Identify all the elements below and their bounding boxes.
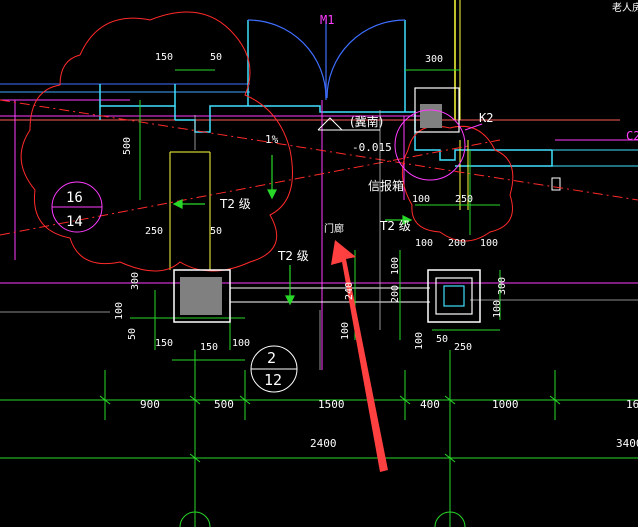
dim-row2_2400: 2400 [310, 437, 337, 450]
column-left [173, 269, 231, 323]
dim-d300_top: 300 [425, 54, 443, 65]
dim-d250_lower_r: 250 [454, 342, 472, 353]
door-tag: M1 [320, 13, 334, 27]
axis-lines [0, 99, 638, 236]
dim-d100_lower_r: 100 [340, 322, 351, 340]
walls [0, 0, 638, 370]
dim-d100_r2: 100 [415, 238, 433, 249]
column-right [427, 269, 481, 323]
dim-d250_r1: 250 [455, 194, 473, 205]
labels: M1 老人房 K2 C2 (冀南) -0.015 1% T2 级 T2 级 T2… [66, 1, 638, 389]
door-swing [247, 19, 406, 100]
dim-d150_lower: 150 [155, 338, 173, 349]
elevation-tag: (冀南) [350, 114, 383, 129]
red-annotation-arrow [331, 240, 388, 472]
column-top [414, 87, 460, 133]
eave-mid: T2 级 [277, 249, 309, 263]
dim-row1_16: 16 [626, 398, 638, 411]
eave-left: T2 级 [219, 197, 251, 211]
grid-a-top: 16 [66, 190, 83, 206]
door-mark: 门廊 [324, 222, 344, 235]
dim-row1_400: 400 [420, 398, 440, 411]
dim-d150_lower2: 150 [200, 342, 218, 353]
grid-bubble-bottom [179, 511, 466, 527]
eave-right: T2 级 [379, 219, 411, 233]
dim-d100_lower2: 100 [414, 332, 425, 350]
dim-d300_right_v: 300 [497, 277, 508, 295]
dim-row1_1500: 1500 [318, 398, 345, 411]
dim-row1_900: 900 [140, 398, 160, 411]
grid-b-top: 2 [267, 349, 276, 367]
dim-d100_mid_v: 100 [390, 257, 401, 275]
dimension-text: 150 50 300 500 250 50 100 250 100 200 10… [114, 52, 638, 450]
dim-d100_lower: 100 [232, 338, 250, 349]
grid-a-bottom: 14 [66, 214, 83, 230]
dim-d100_right_v: 100 [492, 300, 503, 318]
corner-tag: C2 [626, 129, 638, 143]
dim-d50_top: 50 [210, 52, 222, 63]
dim-d300_left_v: 300 [130, 272, 141, 290]
dim-d250_left: 250 [145, 226, 163, 237]
dim-d100_left_v: 100 [114, 302, 125, 320]
dim-d100_r3: 100 [480, 238, 498, 249]
dim-d200_mid_v: 200 [390, 285, 401, 303]
dim-row1_500: 500 [214, 398, 234, 411]
grid-b-bottom: 12 [264, 371, 282, 389]
dim-d150_top: 150 [155, 52, 173, 63]
mailbox-label: 信报箱 [368, 178, 404, 193]
slope-arrows [172, 155, 413, 306]
elevation-value: -0.015 [352, 141, 392, 154]
column-tag: K2 [479, 111, 493, 125]
dim-d50_mid: 50 [210, 226, 222, 237]
dim-d500_left: 500 [122, 137, 133, 155]
guide-lines [0, 110, 638, 370]
dimension-lines [0, 69, 638, 527]
elevation-marker [317, 117, 380, 131]
dim-d100_r1: 100 [412, 194, 430, 205]
dim-d240_mid_v: 240 [344, 282, 355, 300]
dim-d200_r2: 200 [448, 238, 466, 249]
dim-d50_lower_left: 50 [127, 328, 138, 340]
dim-row2_3400: 3400 [616, 437, 638, 450]
room-name: 老人房 [612, 1, 638, 14]
magenta-circles [51, 109, 483, 233]
grid-bubble-2 [250, 345, 298, 393]
slope-label: 1% [265, 133, 279, 146]
dim-d50_lower_r: 50 [436, 334, 448, 345]
dim-row1_1000: 1000 [492, 398, 519, 411]
